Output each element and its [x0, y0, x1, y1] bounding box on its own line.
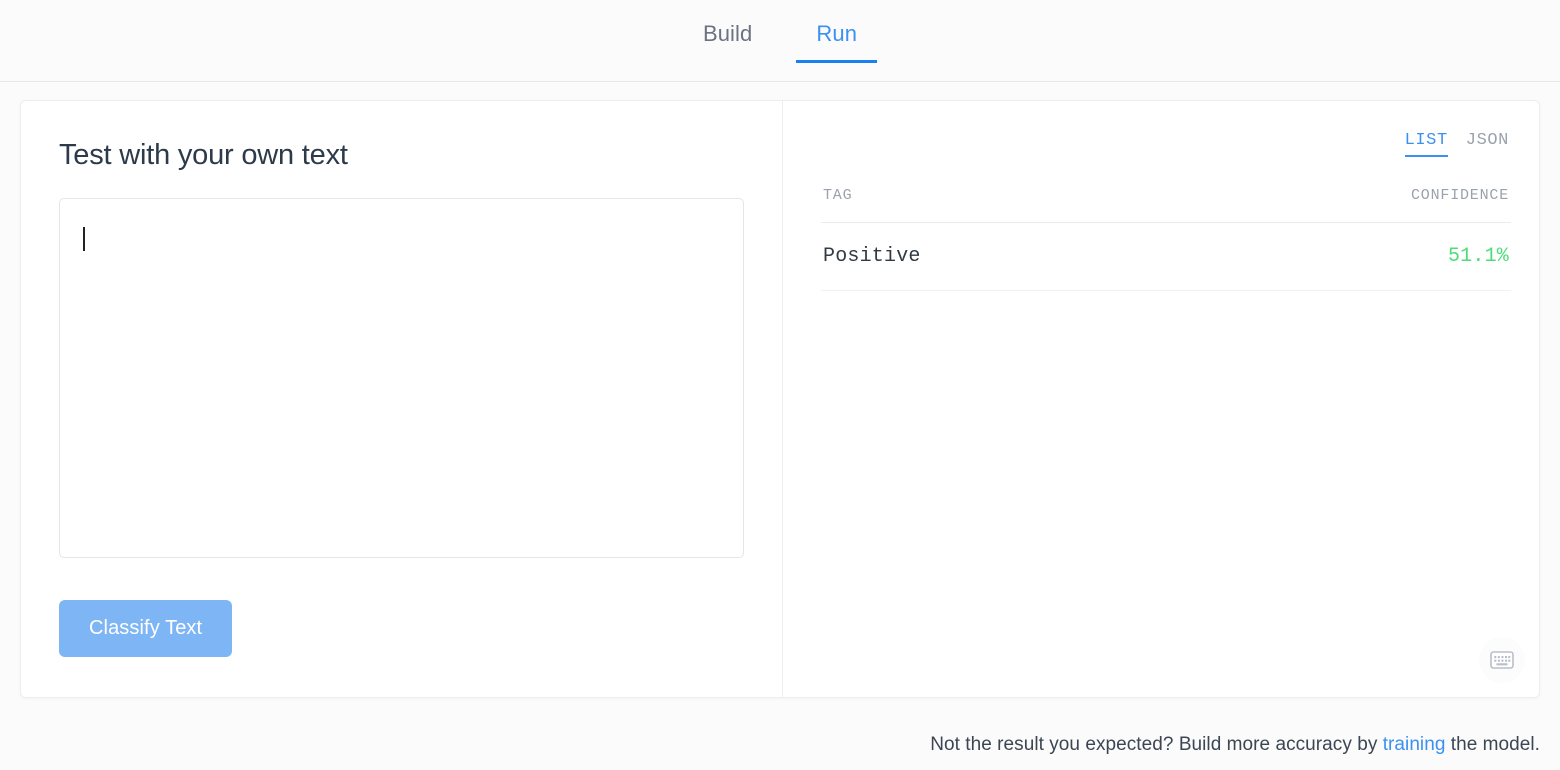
- cell-confidence: 51.1%: [1165, 222, 1511, 291]
- cell-tag: Positive: [821, 222, 1166, 291]
- results-pane: LIST JSON TAG CONFIDENCE Positive 51.1%: [783, 101, 1539, 697]
- keyboard-icon[interactable]: [1479, 637, 1525, 683]
- table-row: Positive 51.1%: [821, 222, 1511, 291]
- footer-text-after: the model.: [1445, 734, 1540, 755]
- footer-hint: Not the result you expected? Build more …: [0, 734, 1540, 756]
- results-table-head: TAG CONFIDENCE: [821, 187, 1511, 223]
- results-table-body: Positive 51.1%: [821, 222, 1511, 291]
- table-header-row: TAG CONFIDENCE: [821, 187, 1511, 223]
- training-link[interactable]: training: [1382, 734, 1446, 755]
- test-input-pane: Test with your own text Classify Text: [21, 101, 783, 697]
- top-tab-list: Build Run: [683, 21, 878, 64]
- page-title: Test with your own text: [59, 139, 348, 171]
- tab-json-view[interactable]: JSON: [1465, 131, 1509, 150]
- tab-build[interactable]: Build: [702, 21, 753, 46]
- text-input-field[interactable]: [59, 198, 744, 558]
- column-header-tag: TAG: [821, 187, 1166, 223]
- tab-run[interactable]: Run: [796, 21, 878, 64]
- main-card: Test with your own text Classify Text LI…: [20, 100, 1540, 698]
- footer-text-before: Not the result you expected? Build more …: [930, 734, 1383, 755]
- results-table: TAG CONFIDENCE Positive 51.1%: [821, 187, 1511, 291]
- top-tab-bar: Build Run: [0, 0, 1560, 82]
- tab-list-view[interactable]: LIST: [1404, 131, 1448, 157]
- text-input-value: [82, 215, 725, 225]
- column-header-confidence: CONFIDENCE: [1165, 187, 1511, 223]
- classify-text-button[interactable]: Classify Text: [59, 600, 233, 657]
- text-caret: [83, 227, 85, 251]
- results-view-tabs: LIST JSON: [821, 131, 1511, 157]
